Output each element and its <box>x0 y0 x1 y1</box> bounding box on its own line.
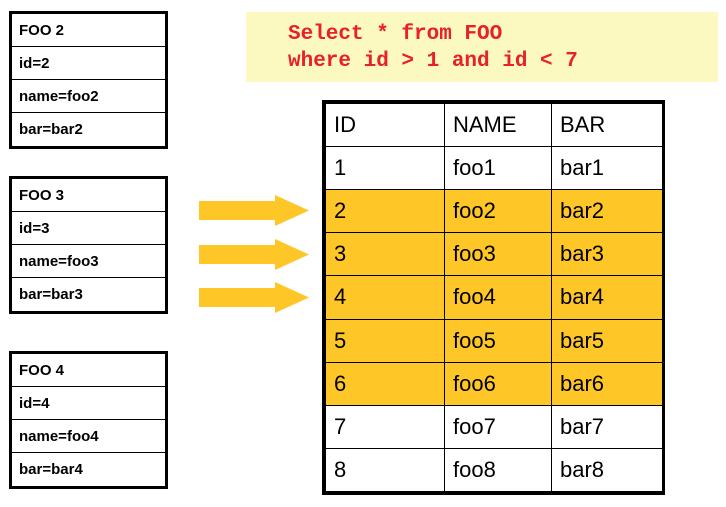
cell-id: 6 <box>325 361 445 406</box>
cell-name: foo5 <box>444 318 552 363</box>
cell-bar: bar5 <box>551 318 663 363</box>
table-row: 2 foo2 bar2 <box>325 189 663 234</box>
cell-name: foo4 <box>444 275 552 320</box>
cell-id: 7 <box>325 404 445 449</box>
table-row: 1 foo1 bar1 <box>325 145 663 191</box>
cell-id: 5 <box>325 318 445 363</box>
cell-id: 1 <box>325 145 445 191</box>
record-field-id: id=3 <box>12 212 165 245</box>
cell-bar: bar8 <box>551 447 663 493</box>
cell-name: foo8 <box>444 447 552 493</box>
table-row: 3 foo3 bar3 <box>325 232 663 277</box>
column-header-id: ID <box>325 103 445 147</box>
cell-name: foo6 <box>444 361 552 406</box>
record-field-bar: bar=bar3 <box>19 286 83 303</box>
table-row: 5 foo5 bar5 <box>325 318 663 363</box>
cell-id: 2 <box>325 189 445 234</box>
record-field-name: name=foo4 <box>12 420 165 453</box>
cell-bar: bar6 <box>551 361 663 406</box>
table-row: 6 foo6 bar6 <box>325 361 663 406</box>
cell-name: foo2 <box>444 189 552 234</box>
table-row: 4 foo4 bar4 <box>325 275 663 320</box>
cell-bar: bar7 <box>551 404 663 449</box>
cell-id: 3 <box>325 232 445 277</box>
table-row: 8 foo8 bar8 <box>325 447 663 493</box>
sql-query-line-1: Select * from FOO <box>288 23 503 46</box>
cell-name: foo7 <box>444 404 552 449</box>
right-arrow-icon <box>199 195 309 226</box>
cell-name: foo1 <box>444 145 552 191</box>
cell-id: 4 <box>325 275 445 320</box>
record-box-foo-2: FOO 2 id=2 name=foo2 bar=bar2 <box>9 11 168 149</box>
record-title: FOO 4 <box>12 354 165 387</box>
sql-query-line-2: where id > 1 and id < 7 <box>288 50 578 73</box>
record-field-bar: bar=bar2 <box>19 121 83 138</box>
cell-id: 8 <box>325 447 445 493</box>
record-field-name: name=foo3 <box>12 245 165 278</box>
record-box-foo-3: FOO 3 id=3 name=foo3 bar=bar3 <box>9 176 168 314</box>
cell-bar: bar4 <box>551 275 663 320</box>
table-row: 7 foo7 bar7 <box>325 404 663 449</box>
right-arrow-icon <box>199 239 309 270</box>
record-field-bar: bar=bar4 <box>19 461 83 478</box>
cell-bar: bar3 <box>551 232 663 277</box>
result-table: ID NAME BAR 1 foo1 bar1 2 foo2 bar2 3 fo… <box>322 100 665 495</box>
record-field-id: id=4 <box>12 387 165 420</box>
record-box-foo-4: FOO 4 id=4 name=foo4 bar=bar4 <box>9 351 168 489</box>
table-header-row: ID NAME BAR <box>325 103 663 147</box>
column-header-bar: BAR <box>551 103 663 147</box>
sql-query-panel: Select * from FOO where id > 1 and id < … <box>246 12 718 82</box>
right-arrow-icon <box>199 282 309 313</box>
record-title: FOO 3 <box>12 179 165 212</box>
cell-bar: bar1 <box>551 145 663 191</box>
column-header-name: NAME <box>444 103 552 147</box>
cell-bar: bar2 <box>551 189 663 234</box>
record-title: FOO 2 <box>12 14 165 47</box>
cell-name: foo3 <box>444 232 552 277</box>
record-field-id: id=2 <box>12 47 165 80</box>
record-field-name: name=foo2 <box>12 80 165 113</box>
